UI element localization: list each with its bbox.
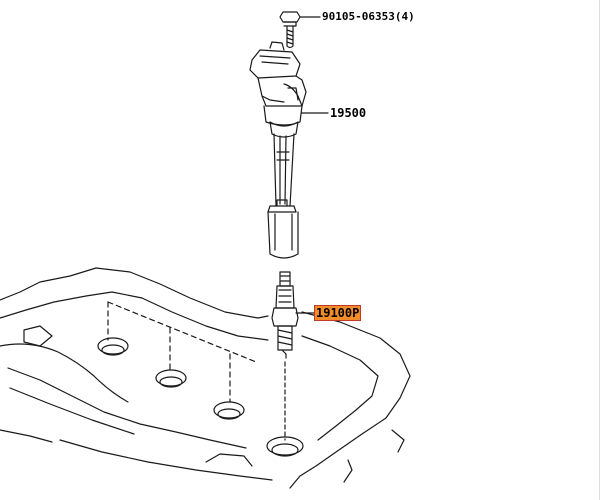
bolt-part-number-label: 90105-06353(4) xyxy=(322,10,415,23)
ignition-coil-part-number-label: 19500 xyxy=(330,106,367,120)
bolt-illustration xyxy=(279,11,321,49)
cylinder-head-illustration xyxy=(0,267,411,489)
alignment-guides xyxy=(107,301,257,403)
ignition-coil-illustration xyxy=(249,41,329,259)
spark-plug-illustration xyxy=(271,271,315,441)
spark-plug-part-number-link[interactable]: 19100P xyxy=(314,305,362,321)
